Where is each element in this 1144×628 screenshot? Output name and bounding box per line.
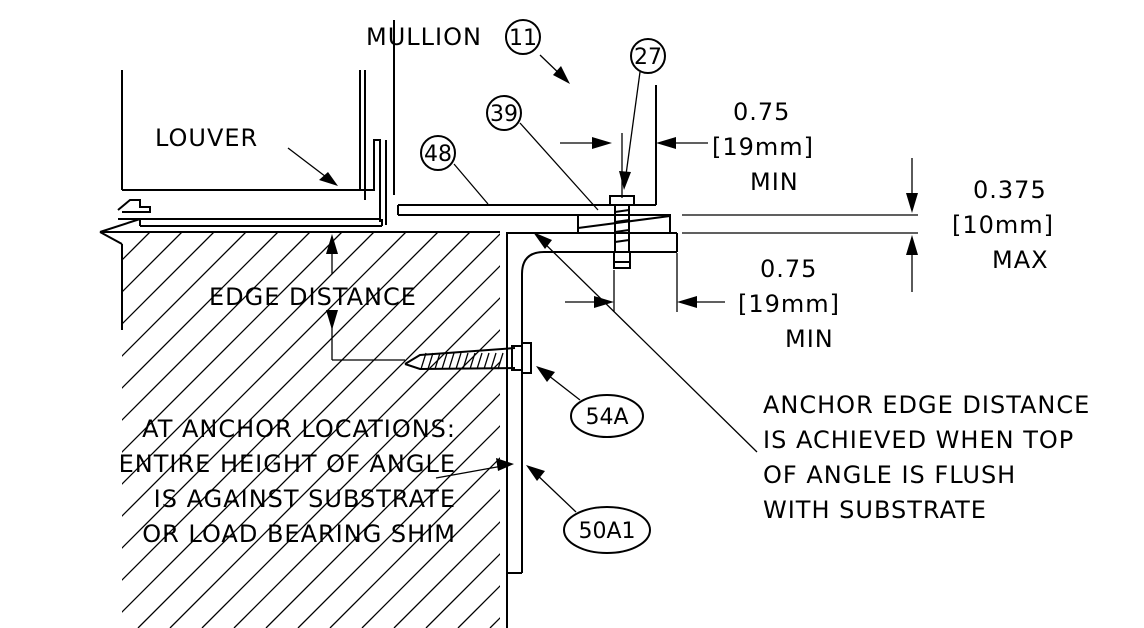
thread-line [497,352,504,370]
hatch-line [122,232,151,628]
hatch-line [233,232,500,628]
thread-line [455,352,462,370]
hatch-line [122,232,247,628]
tag-bubble [630,38,666,74]
mullion-label: MULLION [366,23,482,51]
anchor-callout: 54A [536,366,644,438]
hatch-line [137,232,500,628]
dimension-qualifier: MAX [992,246,1049,274]
hatch-line [122,232,500,628]
dimension-qualifier: MIN [785,325,834,353]
dimension-metric: [10mm] [952,211,1054,239]
anchor-edge-note: ANCHOR EDGE DISTANCE IS ACHIEVED WHEN TO… [533,232,1090,524]
tag-39: 39 [490,102,518,127]
thread-line [462,352,469,370]
thread-line [476,352,483,370]
substrate-hatching [122,232,500,628]
dimension-max-shim: 0.375 [10mm] MAX [682,158,1054,292]
hatch-line [122,232,471,628]
hatch-line [122,232,375,628]
louver-label: LOUVER [155,124,258,152]
hatch-line [122,232,279,628]
mullion-callout: MULLION 11 [366,19,570,84]
tag-54A: 54A [585,405,628,430]
hatch-line [297,232,500,628]
dimension-value: 0.75 [760,255,817,283]
hatch-line [122,232,215,628]
hatch-line [122,232,407,628]
note-leader [537,236,758,453]
hatch-line [265,232,500,628]
dimension-value: 0.75 [733,98,790,126]
tag-11: 11 [509,26,537,51]
edge-distance-dimension: EDGE DISTANCE [209,234,417,361]
tag-bubble [570,394,644,438]
thread-line [427,352,434,370]
thread-line [420,352,427,370]
hatch-line [393,232,500,628]
note-line: ANCHOR EDGE DISTANCE [763,391,1090,419]
thread-line [483,352,490,370]
anchor-screw [404,342,532,374]
tag-bubble [486,95,522,131]
note-leader [435,464,509,479]
tag-48: 48 [424,142,452,167]
tag-bubble [420,135,456,171]
dimension-qualifier: MIN [750,168,799,196]
hatch-line [425,232,500,628]
dimension-value: 0.375 [973,176,1047,204]
hatch-line [122,232,311,628]
tag-bubble [563,506,651,554]
screw-threads [420,352,504,370]
note-line: ENTIRE HEIGHT OF ANGLE [119,450,456,478]
arrowhead [319,172,338,186]
thread-line [434,352,441,370]
anchor-locations-note: AT ANCHOR LOCATIONS: ENTIRE HEIGHT OF AN… [119,415,514,548]
dimension-bottom-edge-clearance: 0.75 [19mm] MIN [565,253,840,353]
thread-line [441,352,448,370]
hatch-line [169,232,500,628]
louver: LOUVER [99,70,387,233]
hatch-line [361,232,500,628]
note-line: WITH SUBSTRATE [763,496,987,524]
thread-line [490,352,497,370]
mullion [393,20,671,233]
tag-39-callout: 39 [486,95,599,211]
note-line: IS ACHIEVED WHEN TOP [763,426,1074,454]
note-line: AT ANCHOR LOCATIONS: [142,415,456,443]
hatch-line [122,232,439,628]
dimension-metric: [19mm] [712,133,814,161]
note-line: OR LOAD BEARING SHIM [142,520,456,548]
tag-50A1: 50A1 [578,519,635,544]
angle-callout: 50A1 [526,465,651,554]
edge-distance-label: EDGE DISTANCE [209,283,417,311]
thread-line [448,352,455,370]
substrate [99,231,508,628]
hatch-line [122,232,343,628]
dimension-top-edge-clearance: 0.75 [19mm] MIN [560,98,814,198]
tag-27: 27 [634,45,662,70]
thread-line [469,352,476,370]
hatch-line [201,232,500,628]
tag-bubble [505,19,541,55]
dimension-metric: [19mm] [738,290,840,318]
note-line: OF ANGLE IS FLUSH [763,461,1016,489]
hatch-line [329,232,500,628]
note-line: IS AGAINST SUBSTRATE [154,485,456,513]
fastener-bolt [609,195,635,269]
tag-48-callout: 48 [420,135,489,205]
fastener-callout: 27 [619,38,666,190]
